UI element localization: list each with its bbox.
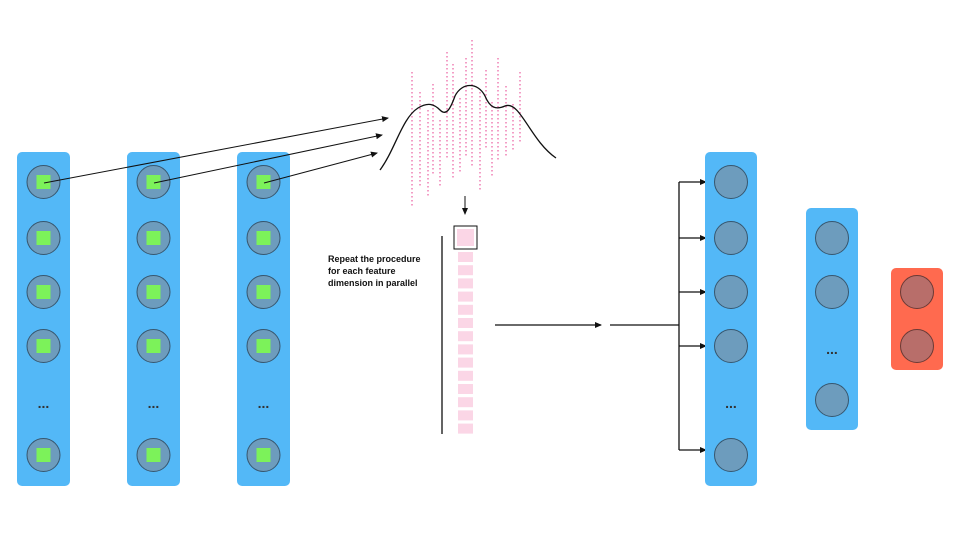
green-square-icon bbox=[256, 285, 271, 299]
green-square-icon bbox=[256, 339, 271, 353]
pool-cell bbox=[458, 384, 473, 394]
input-column: ... bbox=[127, 152, 180, 486]
green-square-icon bbox=[36, 448, 51, 462]
circle-node-icon bbox=[714, 329, 748, 363]
pool-cell bbox=[458, 265, 473, 276]
circle-node-icon bbox=[815, 275, 849, 309]
distribution-dotted-lines bbox=[411, 40, 521, 206]
hidden-layer-column: ... bbox=[705, 152, 757, 486]
feature-to-distribution-arrow bbox=[153, 133, 383, 184]
circle-node-icon bbox=[815, 221, 849, 255]
pool-cell bbox=[458, 410, 473, 421]
green-square-icon bbox=[256, 448, 271, 462]
distribution-curve bbox=[379, 84, 557, 171]
feature-to-distribution-arrow bbox=[43, 116, 389, 184]
pool-cell bbox=[458, 318, 473, 328]
annotation-line-2: for each feature bbox=[328, 266, 396, 276]
input-column-bg bbox=[127, 152, 180, 486]
pool-cell bbox=[458, 252, 473, 262]
input-column: ... bbox=[17, 152, 70, 486]
ellipsis-text: ... bbox=[826, 341, 838, 357]
second-layer-bg bbox=[806, 208, 858, 430]
ellipsis-text: ... bbox=[258, 395, 270, 411]
circle-node-icon bbox=[714, 221, 748, 255]
pool-highlight-box bbox=[453, 225, 478, 250]
pool-cell bbox=[458, 397, 473, 408]
pooled-vector bbox=[457, 229, 474, 434]
pool-cell bbox=[458, 331, 473, 342]
fanout-arrows bbox=[679, 179, 707, 453]
green-square-icon bbox=[146, 448, 161, 462]
green-square-icon bbox=[146, 231, 161, 245]
hidden-layer-bg bbox=[705, 152, 757, 486]
circle-node-icon bbox=[714, 438, 748, 472]
circle-node-icon bbox=[900, 275, 934, 309]
input-column-bg bbox=[237, 152, 290, 486]
green-square-icon bbox=[256, 231, 271, 245]
pool-cell bbox=[458, 278, 473, 289]
annotation-line-3: dimension in parallel bbox=[328, 278, 418, 288]
green-square-icon bbox=[146, 339, 161, 353]
pool-cell bbox=[457, 229, 474, 246]
green-square-icon bbox=[36, 231, 51, 245]
output-layer-column bbox=[891, 268, 943, 370]
annotation-text: Repeat the procedure for each feature di… bbox=[328, 254, 423, 288]
green-square-icon bbox=[36, 175, 51, 189]
second-layer-column: ... bbox=[806, 208, 858, 430]
output-layers: ...... bbox=[705, 152, 943, 486]
green-square-icon bbox=[36, 339, 51, 353]
ellipsis-text: ... bbox=[725, 395, 737, 411]
input-columns: ......... bbox=[17, 152, 290, 486]
circle-node-icon bbox=[714, 165, 748, 199]
ellipsis-text: ... bbox=[148, 395, 160, 411]
green-square-icon bbox=[256, 175, 271, 189]
green-square-icon bbox=[146, 175, 161, 189]
feature-to-distribution-arrow bbox=[263, 151, 378, 184]
pool-cell bbox=[458, 291, 473, 302]
pool-cell bbox=[458, 357, 473, 368]
pool-cell bbox=[458, 344, 473, 355]
green-square-icon bbox=[36, 285, 51, 299]
circle-node-icon bbox=[815, 383, 849, 417]
green-square-icon bbox=[146, 285, 161, 299]
annotation-line-1: Repeat the procedure bbox=[328, 254, 421, 264]
pool-cell bbox=[458, 370, 473, 381]
input-column: ... bbox=[237, 152, 290, 486]
pool-cell bbox=[458, 304, 473, 315]
circle-node-icon bbox=[900, 329, 934, 363]
input-column-bg bbox=[17, 152, 70, 486]
pool-cell bbox=[458, 423, 473, 434]
ellipsis-text: ... bbox=[38, 395, 50, 411]
circle-node-icon bbox=[714, 275, 748, 309]
